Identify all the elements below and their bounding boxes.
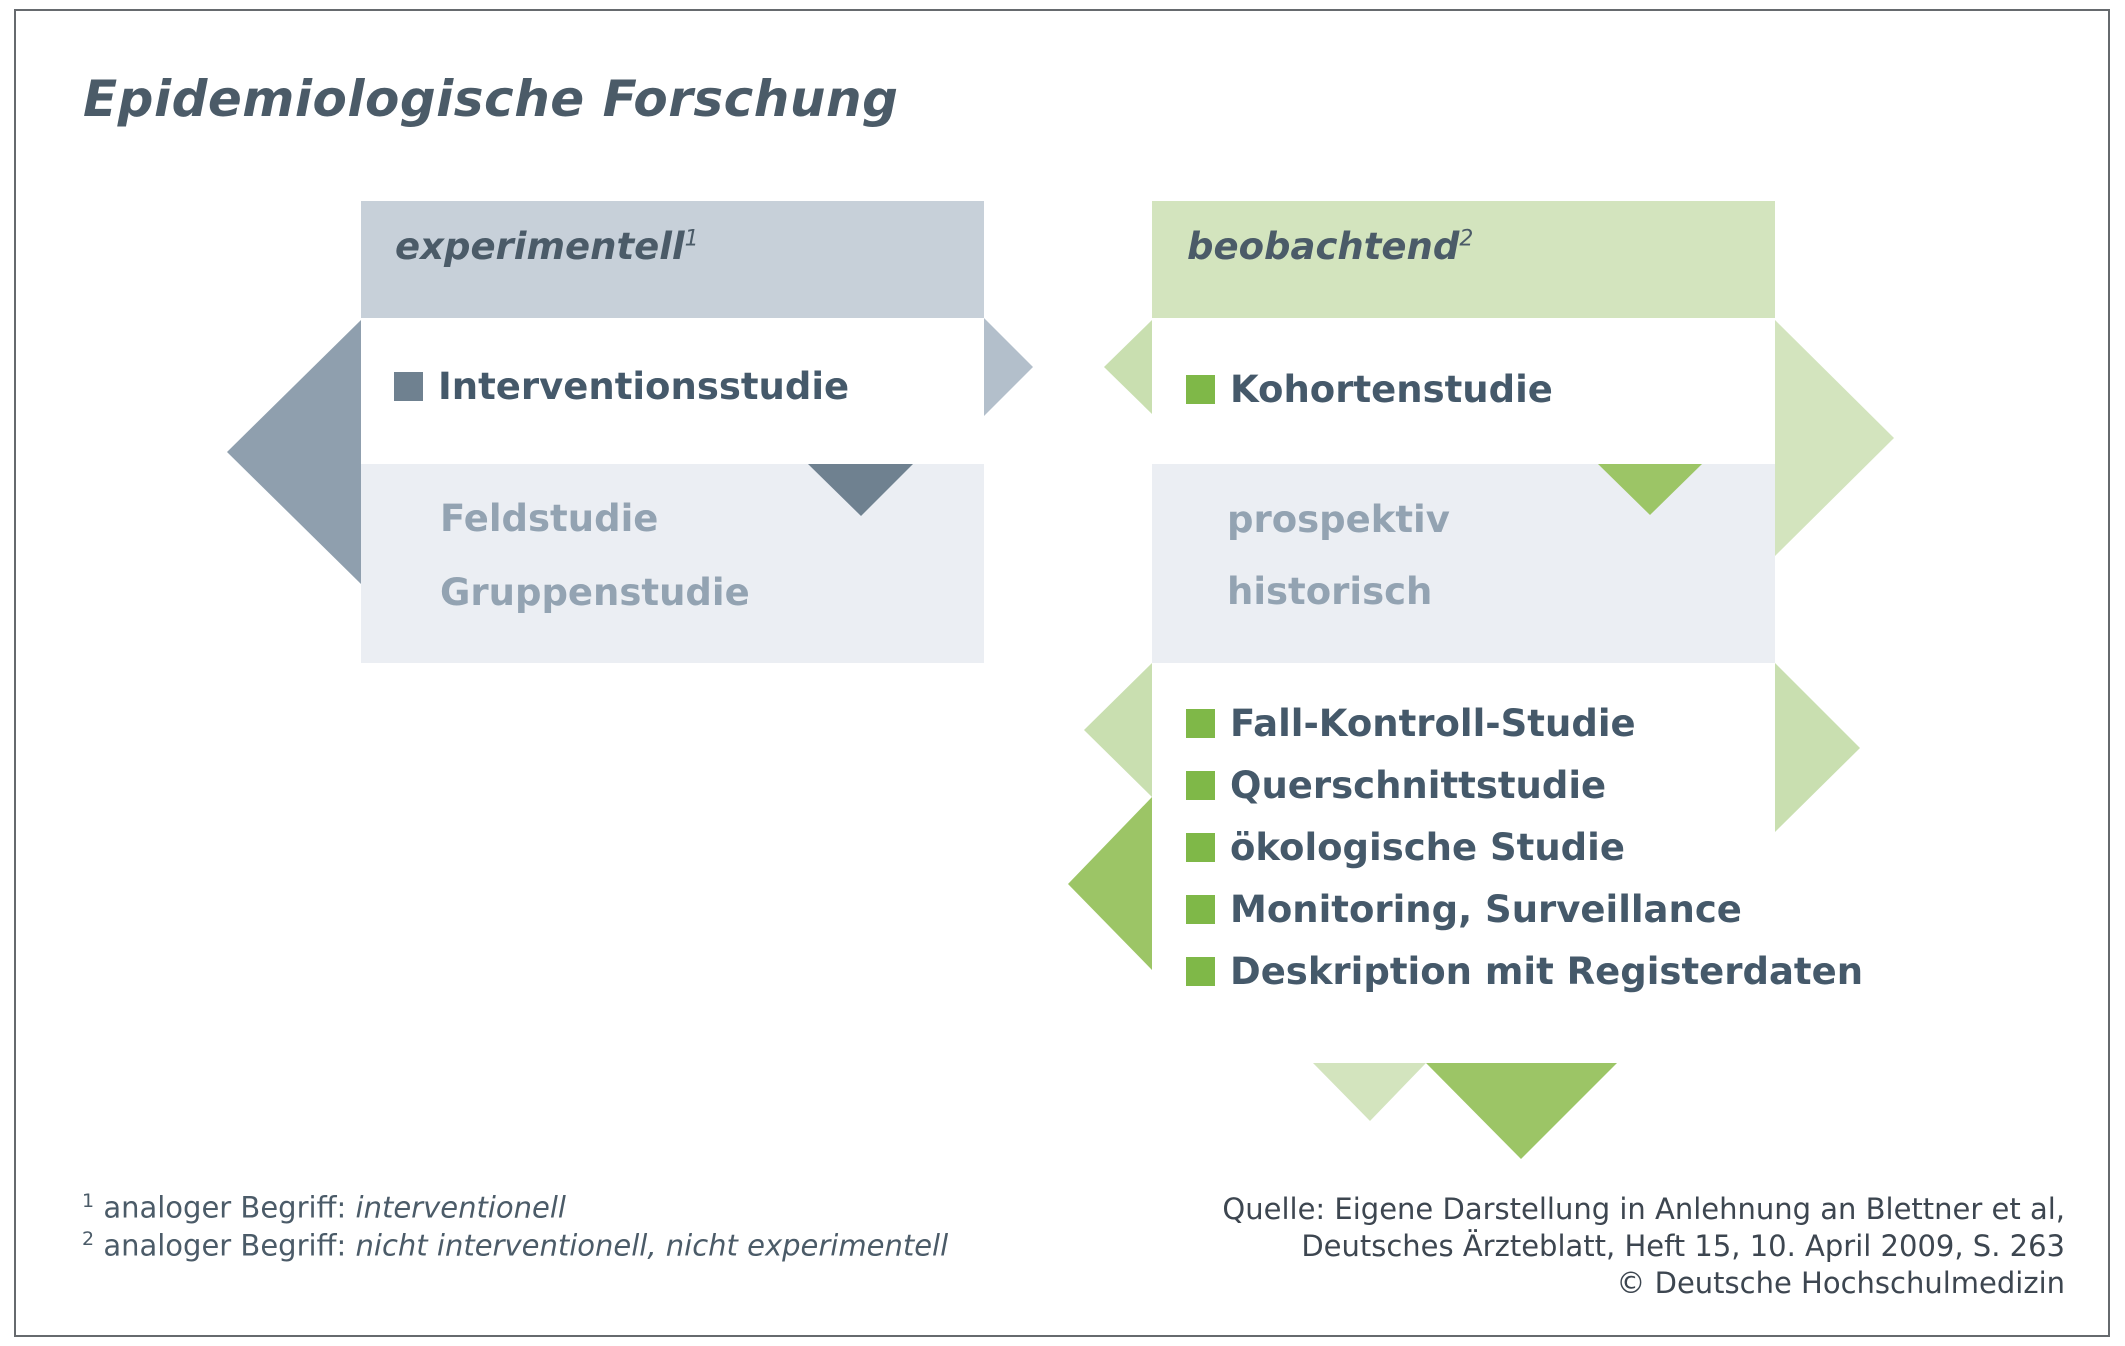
right-header-label: beobachtend2: [1187, 225, 1474, 268]
right-lower-right-arrow: [1775, 663, 1860, 832]
bottom-light-down-arrow: [1313, 1063, 1426, 1121]
left-down-arrow: [808, 464, 913, 516]
list-item: Querschnittstudie: [1186, 764, 1606, 807]
left-subtype-1: Feldstudie: [440, 497, 659, 540]
right-subtype-1: prospektiv: [1227, 498, 1450, 541]
footnote-2: 2 analoger Begriff: nicht interventionel…: [82, 1228, 949, 1263]
square-bullet-icon: [1186, 833, 1215, 862]
left-subtype-panel: [361, 464, 984, 663]
right-lower-left-dark-arrow: [1068, 797, 1152, 970]
right-header-box: [1152, 201, 1775, 318]
left-header-box: [361, 201, 984, 318]
bottom-dark-down-arrow: [1426, 1063, 1617, 1159]
footnote-1: 1 analoger Begriff: interventionell: [82, 1190, 566, 1225]
square-bullet-icon: [1186, 709, 1215, 738]
right-small-left-arrow: [1104, 320, 1152, 414]
list-item: ökologische Studie: [1186, 826, 1625, 869]
copyright-line: © Deutsche Hochschulmedizin: [1616, 1266, 2065, 1300]
list-item: Monitoring, Surveillance: [1186, 888, 1742, 931]
square-bullet-icon: [1186, 375, 1215, 404]
right-main-item: Kohortenstudie: [1186, 368, 1553, 411]
left-main-item: Interventionsstudie: [394, 365, 849, 408]
right-large-right-arrow: [1775, 320, 1894, 556]
right-header-footnote-ref: 2: [1459, 226, 1474, 252]
square-bullet-icon: [394, 372, 423, 401]
left-subtype-2: Gruppenstudie: [440, 571, 750, 614]
square-bullet-icon: [1186, 771, 1215, 800]
square-bullet-icon: [1186, 957, 1215, 986]
source-line-2: Deutsches Ärzteblatt, Heft 15, 10. April…: [1301, 1229, 2065, 1263]
right-subtype-panel: [1152, 464, 1775, 663]
list-item: Deskription mit Registerdaten: [1186, 950, 1863, 993]
source-line-1: Quelle: Eigene Darstellung in Anlehnung …: [1222, 1192, 2065, 1226]
left-header-label: experimentell1: [395, 225, 699, 268]
left-small-arrow: [984, 318, 1033, 416]
square-bullet-icon: [1186, 895, 1215, 924]
list-item: Fall-Kontroll-Studie: [1186, 702, 1636, 745]
left-large-arrow: [227, 320, 361, 584]
left-header-footnote-ref: 1: [684, 226, 699, 252]
right-main-box: [1152, 318, 1775, 464]
right-down-arrow: [1598, 464, 1702, 515]
right-lower-left-light-arrow: [1084, 663, 1152, 797]
figure-title: Epidemiologische Forschung: [83, 70, 899, 128]
right-subtype-2: historisch: [1227, 570, 1433, 613]
left-main-box: [361, 318, 984, 464]
